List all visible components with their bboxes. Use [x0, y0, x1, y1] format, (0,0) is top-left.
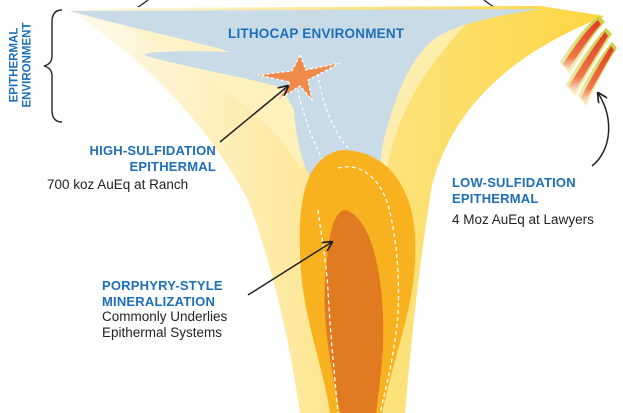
- porphyry-note-line2: Epithermal Systems: [102, 325, 227, 341]
- epithermal-environment-line2: ENVIRONMENT: [21, 23, 34, 108]
- porphyry-note-line1: Commonly Underlies: [102, 309, 227, 325]
- epithermal-environment-line1: EPITHERMAL: [8, 23, 21, 108]
- high-sulfidation-title-line1: HIGH-SULFIDATION: [0, 143, 216, 159]
- low-sulfidation-title-line2: EPITHERMAL: [452, 191, 576, 207]
- high-sulfidation-note: 700 koz AuEq at Ranch: [47, 177, 188, 193]
- low-sulfidation-label: LOW-SULFIDATION EPITHERMAL: [452, 175, 576, 206]
- low-sulfidation-title-line1: LOW-SULFIDATION: [452, 175, 576, 191]
- porphyry-label: PORPHYRY-STYLE MINERALIZATION Commonly U…: [102, 278, 227, 342]
- top-right-edge-line: [484, 0, 494, 7]
- low-sulfidation-note: 4 Moz AuEq at Lawyers: [452, 212, 594, 228]
- epithermal-environment-label: EPITHERMAL ENVIRONMENT: [6, 6, 36, 124]
- arrow-low-sulfidation: [592, 93, 609, 166]
- porphyry-title-line1: PORPHYRY-STYLE: [102, 278, 227, 294]
- epithermal-bracket: [44, 10, 62, 122]
- high-sulfidation-title-line2: EPITHERMAL: [0, 159, 216, 175]
- porphyry-title-line2: MINERALIZATION: [102, 294, 227, 310]
- lithocap-environment-label: LITHOCAP ENVIRONMENT: [228, 26, 404, 42]
- high-sulfidation-label: HIGH-SULFIDATION EPITHERMAL: [0, 143, 216, 174]
- top-left-edge-line: [138, 0, 148, 7]
